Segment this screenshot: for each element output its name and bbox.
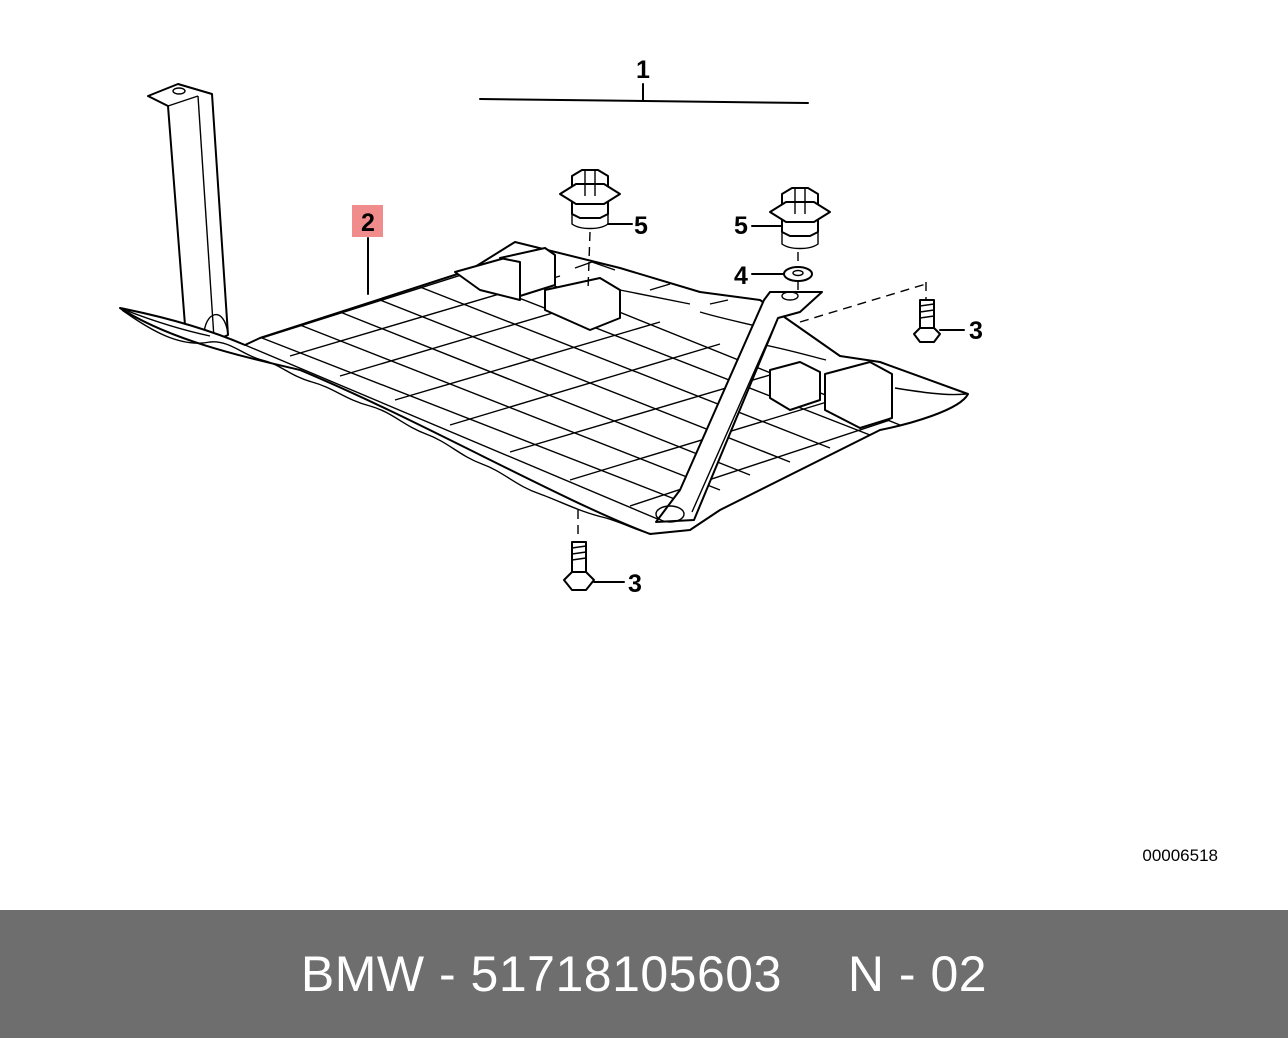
callout-2-label[interactable]: 2 (361, 209, 375, 237)
callout-leaders (367, 223, 965, 583)
callout-5-left-label[interactable]: 5 (634, 212, 648, 240)
bolt-bottom (563, 541, 595, 591)
support-strut (655, 291, 823, 523)
diagram-code: 00006518 (1142, 846, 1218, 865)
washer (783, 266, 813, 282)
callout-1-label[interactable]: 1 (636, 56, 650, 84)
skid-plate (119, 241, 969, 535)
part-number-text: BMW - 51718105603 (300, 946, 782, 1002)
callout-4-label[interactable]: 4 (734, 262, 748, 290)
bolt-right (913, 299, 941, 343)
clip-nut-right (769, 187, 831, 250)
callout-5-right-label[interactable]: 5 (734, 212, 748, 240)
callout-3-bottom-label[interactable]: 3 (628, 570, 642, 598)
footer-bar: BMW - 51718105603 N - 02 (0, 910, 1288, 1038)
callout-1-leader (479, 83, 809, 104)
callout-3-right-label[interactable]: 3 (969, 317, 983, 345)
parts-diagram: 1 2 3 3 4 5 5 (119, 56, 983, 598)
clip-nut-left (559, 169, 621, 230)
callout-2-highlight (352, 205, 383, 237)
left-bracket (147, 83, 229, 343)
callout-labels: 1 2 3 3 4 5 5 (352, 56, 983, 598)
position-text: N - 02 (847, 946, 988, 1002)
